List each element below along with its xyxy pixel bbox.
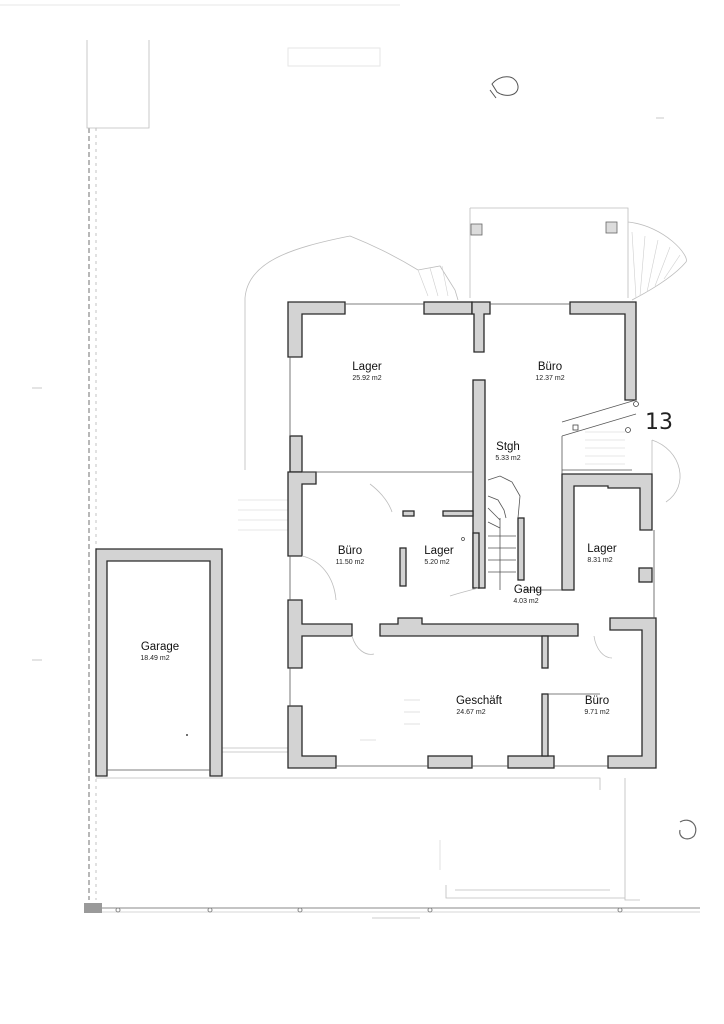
room-area-lager-north: 25.92 m2 [352,375,381,382]
room-area-buero-se: 9.71 m2 [584,709,609,716]
building-outline [289,303,655,767]
room-name-stgh: Stgh [496,441,520,453]
garage-structure [95,548,223,777]
room-area-buero-west: 11.50 m2 [336,559,365,566]
site-lines [0,4,700,919]
room-area-geschaeft: 24.67 m2 [456,709,485,716]
room-name-lager-small: Lager [424,545,454,557]
room-name-buero-ne: Büro [538,361,562,373]
outer-walls [287,301,657,769]
room-area-garage: 18.49 m2 [140,655,169,662]
house-number: 13 [645,410,673,435]
room-labels: Lager 25.92 m2 Büro 12.37 m2 Stgh 5.33 m… [140,361,616,716]
room-name-gang: Gang [514,584,542,596]
door-swings [301,483,613,741]
room-name-lager-north: Lager [352,361,382,373]
room-area-lager-small: 5.20 m2 [424,559,449,566]
room-name-garage: Garage [141,641,179,653]
room-name-buero-west: Büro [338,545,362,557]
room-area-buero-ne: 12.37 m2 [535,375,564,382]
interior-walls [302,379,600,757]
staircase [461,399,639,590]
room-area-lager-east: 8.31 m2 [587,557,612,564]
room-name-geschaeft: Geschäft [456,695,503,707]
room-area-stgh: 5.33 m2 [495,455,520,462]
room-name-buero-se: Büro [585,695,609,707]
room-area-gang: 4.03 m2 [513,598,538,605]
room-name-lager-east: Lager [587,543,617,555]
